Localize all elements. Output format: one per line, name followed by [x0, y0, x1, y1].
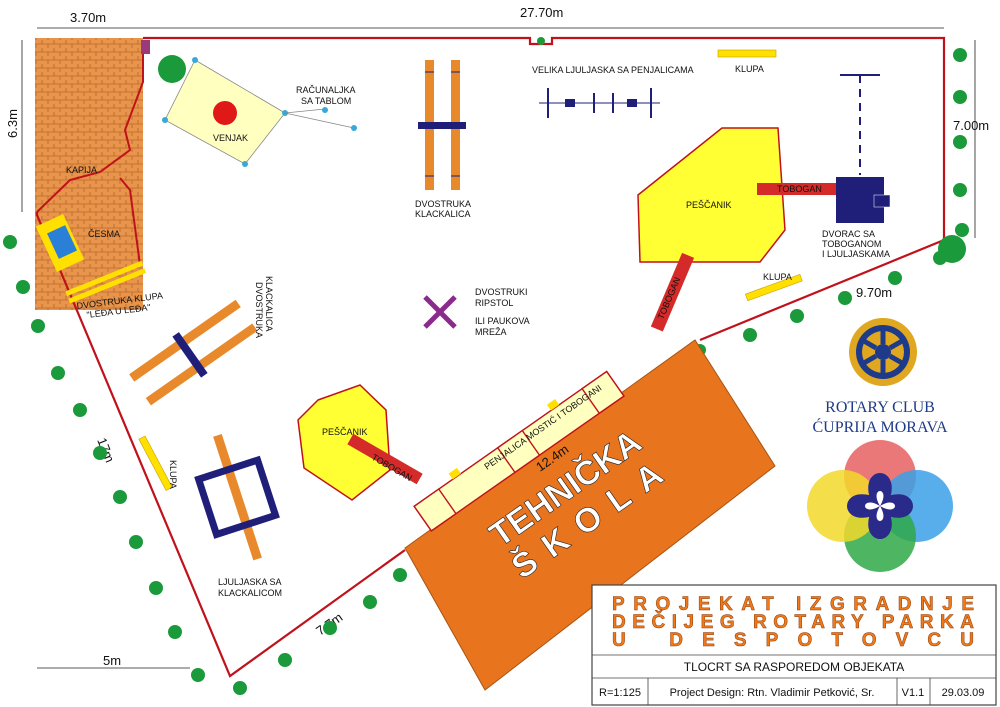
gazebo-table-icon — [213, 101, 237, 125]
fountain-icon — [47, 225, 77, 259]
double-bench — [65, 260, 147, 304]
title-subtitle: TLOCRT SA RASPOREDOM OBJEKATA — [684, 660, 905, 674]
dim-left-side: 6.3m — [5, 109, 20, 138]
label-venjak: VENJAK — [213, 133, 248, 143]
logo-line-2: ĆUPRIJA MORAVA — [812, 417, 947, 436]
bench-left — [138, 435, 173, 491]
dim-right-side: 7.00m — [953, 118, 989, 133]
abacus-post — [351, 125, 357, 131]
slide-left — [347, 433, 423, 485]
gate-post — [141, 40, 150, 54]
sandbox-left — [297, 384, 391, 501]
slide-castle — [757, 183, 837, 195]
climbing-frame-icon — [423, 295, 457, 329]
rotary-wheel-icon — [849, 318, 917, 386]
label-seesaw-left-1: DVOSTRUKA — [254, 282, 264, 338]
label-cesma: ČESMA — [88, 229, 120, 239]
title-scale: R=1:125 — [599, 687, 641, 699]
label-castle-1: DVORAC SA — [822, 229, 875, 239]
label-seesaw-top-1: DVOSTRUKA — [415, 199, 471, 209]
label-ripstol-1: DVOSTRUKI — [475, 287, 528, 297]
dim-top-main: 27.70m — [520, 5, 563, 20]
label-swing-seesaw-2: KLACKALICOM — [218, 588, 282, 598]
logo-line-1: ROTARY CLUB — [825, 399, 935, 416]
label-castle-3: I LJULJASKAMA — [822, 249, 890, 259]
gate-path — [36, 52, 144, 266]
label-sandbox-left: PEŠČANIK — [322, 427, 368, 437]
double-seesaw-left — [129, 299, 258, 406]
abacus-frame — [284, 108, 355, 129]
dim-bottom-left: 5m — [103, 653, 121, 668]
double-seesaw-top — [418, 60, 466, 190]
label-bench-left: KLUPA — [168, 460, 178, 489]
dim-top-left: 3.70m — [70, 10, 106, 25]
label-abacus-2: SA TABLOM — [301, 96, 351, 106]
label-swing-seesaw-1: LJULJASKA SA — [218, 577, 282, 587]
label-seesaw-left-2: KLACKALICA — [264, 276, 274, 332]
bench-right — [744, 273, 803, 302]
swing-with-seesaw — [194, 433, 280, 561]
castle — [836, 74, 891, 223]
label-slide-castle: TOBOGAN — [777, 184, 822, 194]
label-big-swing: VELIKA LJULJASKA SA PENJALICAMA — [532, 65, 694, 75]
park-boundary — [35, 36, 946, 678]
abacus-post — [322, 107, 328, 113]
dimension-lines — [21, 27, 976, 669]
label-bench-top: KLUPA — [735, 64, 764, 74]
dim-right-lower: 9.70m — [856, 285, 892, 300]
label-kapija: KAPIJA — [66, 165, 97, 175]
label-castle-2: TOBOGANOM — [822, 239, 881, 249]
label-ripstol-4: MREŽA — [475, 327, 507, 337]
label-bench-right: KLUPA — [763, 272, 792, 282]
petal-emblem-icon — [807, 440, 953, 572]
big-swing-set — [539, 88, 660, 118]
title-date: 29.03.09 — [942, 687, 985, 699]
label-abacus-1: RAČUNALJKA — [296, 85, 356, 95]
title-version: V1.1 — [902, 687, 925, 699]
bench-top — [717, 49, 777, 58]
label-sandbox-top: PEŠČANIK — [686, 200, 732, 210]
label-ripstol-3: ILI PAUKOVA — [475, 316, 530, 326]
sandbox-top — [637, 127, 786, 263]
label-ripstol-2: RIPSTOL — [475, 298, 513, 308]
title-block — [591, 584, 997, 706]
slide-right — [650, 252, 695, 332]
climbing-bridge — [413, 370, 625, 532]
label-seesaw-top-2: KLACKALICA — [415, 209, 471, 219]
title-designer: Project Design: Rtn. Vladimir Petković, … — [670, 687, 875, 699]
